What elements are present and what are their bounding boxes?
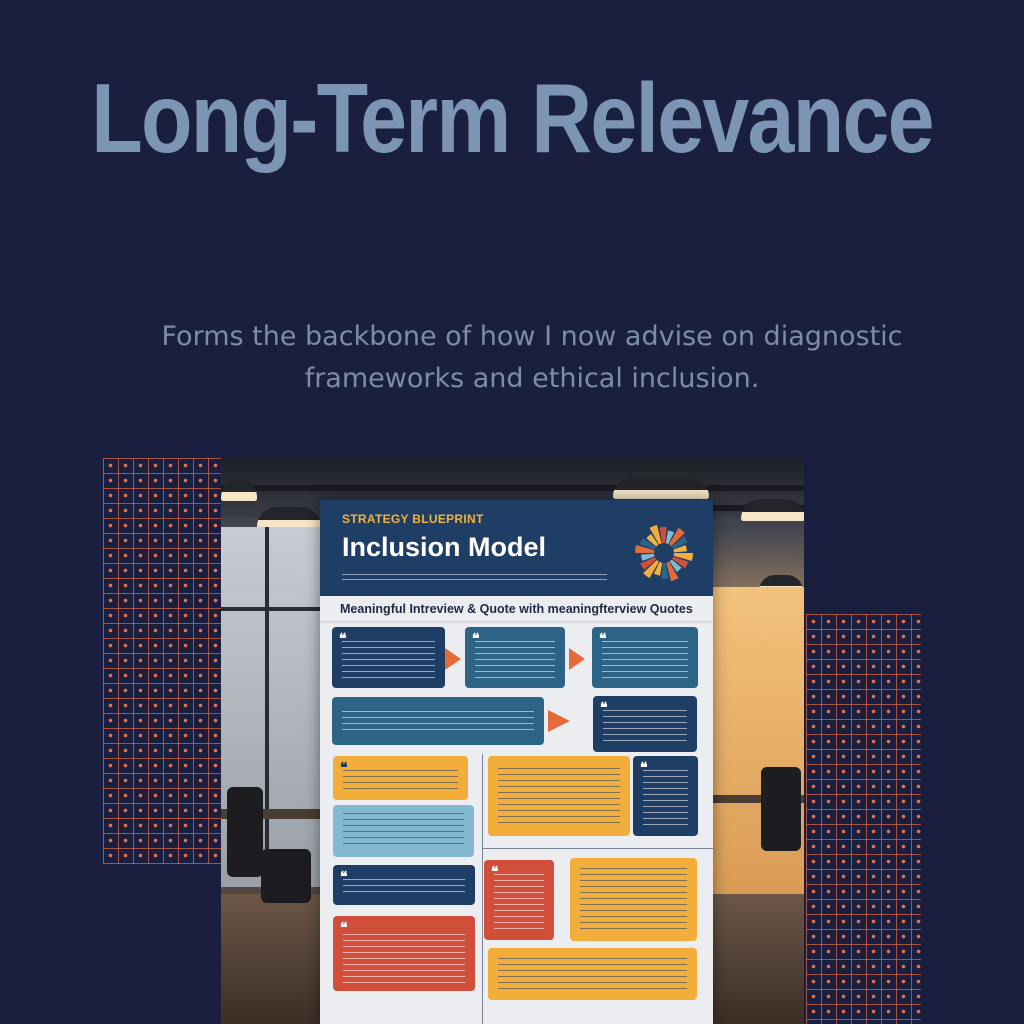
quote-card: [333, 805, 474, 857]
poster-kicker: STRATEGY BLUEPRINT: [342, 512, 484, 526]
quote-mark-icon: ❝: [340, 760, 348, 776]
decorative-grid-right: [806, 614, 921, 1024]
poster-section-heading: Meaningful Intreview & Quote with meanin…: [340, 602, 693, 616]
quote-card: ❝: [465, 627, 565, 688]
wheel-segment: [661, 553, 669, 579]
quote-card: [488, 756, 630, 836]
pendant-lamp: [613, 477, 709, 499]
ceiling-beam: [221, 485, 804, 491]
divider: [320, 621, 713, 623]
poster-header: STRATEGY BLUEPRINT Inclusion Model: [320, 500, 713, 596]
quote-mark-icon: ❝: [340, 920, 348, 936]
quote-card: ❝: [333, 865, 475, 905]
warm-lit-wall: [709, 587, 804, 907]
quote-mark-icon: ❝: [640, 760, 648, 776]
quote-card: ❝: [633, 756, 698, 836]
decorative-grid-left: [103, 458, 221, 864]
connector-line: [482, 848, 713, 849]
quote-card: ❝: [484, 860, 554, 940]
quote-mark-icon: ❝: [600, 700, 608, 716]
quote-mark-icon: ❝: [339, 631, 347, 647]
quote-card: ❝: [593, 696, 697, 752]
fine-print-line: [342, 579, 607, 580]
quote-card: ❝: [333, 916, 475, 991]
quote-mark-icon: ❝: [599, 631, 607, 647]
quote-card: ❝: [592, 627, 698, 688]
wheel-segment: [659, 527, 667, 553]
arrow-right-icon: [569, 648, 585, 670]
quote-mark-icon: ❝: [340, 869, 348, 885]
page-subtitle: Forms the backbone of how I now advise o…: [161, 321, 903, 394]
pendant-lamp: [257, 507, 321, 529]
office-chair: [227, 787, 263, 877]
quote-card: ❝: [333, 756, 468, 800]
office-chair: [261, 849, 311, 903]
sunburst-chart-icon: [635, 524, 693, 582]
poster-title: Inclusion Model: [342, 532, 547, 562]
quote-card: [570, 858, 697, 941]
pendant-lamp: [741, 499, 804, 521]
quote-card: [488, 948, 697, 1000]
quote-card: ❝: [332, 627, 445, 688]
connector-line: [482, 754, 483, 1024]
pendant-lamp: [221, 479, 257, 501]
fine-print-line: [342, 574, 607, 575]
desk: [713, 795, 804, 803]
inclusion-model-poster: STRATEGY BLUEPRINT Inclusion Model Meani…: [320, 500, 713, 1024]
office-chair: [761, 767, 801, 851]
desk: [221, 809, 321, 819]
page-title: Long-Term Relevance: [91, 63, 934, 173]
arrow-right-icon: [445, 648, 461, 670]
arrow-right-icon: [548, 710, 570, 732]
quote-mark-icon: ❝: [491, 864, 499, 880]
quote-mark-icon: ❝: [472, 631, 480, 647]
quote-card: [332, 697, 544, 745]
